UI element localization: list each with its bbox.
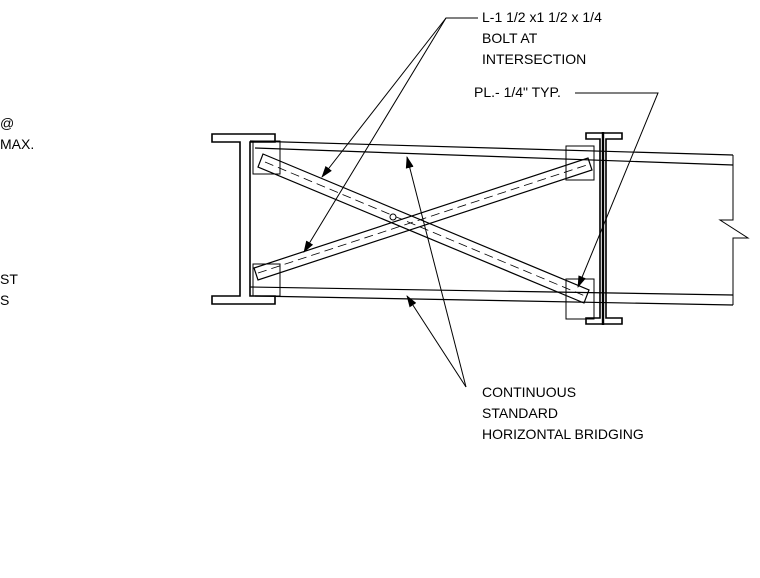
plate-bottom-left [252, 263, 281, 297]
diagonal-angle-1 [257, 153, 590, 304]
plate-callout: PL.- 1/4" TYP. [474, 82, 561, 103]
left-note-line-3: ST [0, 271, 18, 287]
break-line [718, 155, 750, 305]
plate-callout-text: PL.- 1/4" TYP. [474, 84, 561, 100]
bridging-leader-1 [405, 156, 467, 388]
left-note-line-1: @ [0, 115, 15, 131]
horizontal-bridging-members [249, 140, 734, 306]
plate-top-right [565, 145, 595, 181]
left-note-bottom: ST S [0, 269, 18, 311]
bridging-callout-line-1: CONTINUOUS [482, 384, 577, 400]
left-note-line-2: MAX. [0, 136, 35, 152]
angle-leader-2 [321, 17, 447, 178]
angle-callout: L-1 1/2 x1 1/2 x 1/4 BOLT AT INTERSECTIO… [482, 7, 602, 70]
left-note-top: @ MAX. [0, 113, 34, 155]
bridging-callout-line-3: HORIZONTAL BRIDGING [482, 426, 644, 442]
leader-lines [303, 17, 659, 388]
bridging-callout: CONTINUOUS STANDARD HORIZONTAL BRIDGING [482, 382, 644, 445]
plate-leader [575, 92, 659, 288]
plate-top-left [252, 140, 281, 175]
bridging-callout-line-2: STANDARD [482, 405, 558, 421]
bridging-leader-2 [406, 295, 467, 388]
angle-callout-line-3: INTERSECTION [482, 51, 587, 67]
left-beam-section [211, 133, 276, 305]
intersection-bolt [389, 213, 397, 221]
diagonal-angle-2 [253, 157, 593, 281]
left-note-line-4: S [0, 292, 10, 308]
angle-callout-line-1: L-1 1/2 x1 1/2 x 1/4 [482, 9, 602, 25]
angle-callout-line-2: BOLT AT [482, 30, 538, 46]
plate-bottom-right [565, 278, 595, 320]
